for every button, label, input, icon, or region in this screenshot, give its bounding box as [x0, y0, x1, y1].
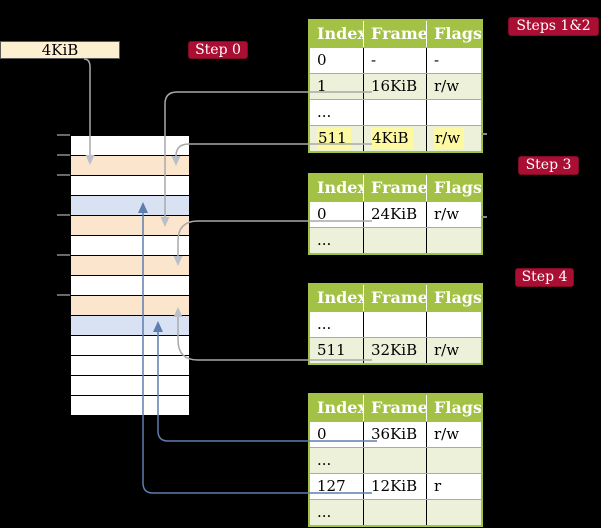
col-header-flags: Flags — [426, 285, 481, 311]
table-header-row: Index Frame Flags — [310, 175, 481, 201]
cell-frame — [363, 500, 426, 525]
cell-flags: r/w — [426, 202, 481, 227]
memory-frame-4kib — [71, 156, 189, 176]
cell-index: ... — [317, 503, 332, 521]
col-header-flags: Flags — [426, 175, 481, 201]
col-header-frame: Frame — [363, 21, 426, 47]
col-header-index: Index — [310, 285, 363, 311]
table-row: 127 12KiB r — [310, 473, 481, 499]
memory-frame-20kib — [71, 236, 189, 256]
badge-step-3: Step 3 — [518, 156, 579, 175]
cell-index: ... — [317, 231, 332, 249]
page-table-leaf: Index Frame Flags 0 36KiB r/w ... 127 12… — [308, 393, 483, 527]
cell-frame: - — [363, 48, 426, 73]
cell-flags: r/w — [426, 74, 481, 99]
col-header-frame: Frame — [363, 285, 426, 311]
table-row: ... — [310, 99, 481, 125]
cell-flags: r/w — [426, 422, 481, 447]
memory-frame-0kib — [71, 136, 189, 156]
cell-flags — [426, 228, 481, 253]
table-row: 511 32KiB r/w — [310, 337, 481, 363]
table-row: 0 36KiB r/w — [310, 421, 481, 447]
cell-frame: 16KiB — [363, 74, 426, 99]
col-header-flags: Flags — [426, 395, 481, 421]
col-header-index: Index — [310, 21, 363, 47]
table-row: 0 24KiB r/w — [310, 201, 481, 227]
col-header-index: Index — [310, 175, 363, 201]
cell-frame: 36KiB — [363, 422, 426, 447]
cell-index: ... — [317, 315, 332, 333]
cell-frame: 24KiB — [363, 202, 426, 227]
table-row: 1 16KiB r/w — [310, 73, 481, 99]
col-header-flags: Flags — [426, 21, 481, 47]
cell-frame: 32KiB — [363, 338, 426, 363]
col-header-index: Index — [310, 395, 363, 421]
table-header-row: Index Frame Flags — [310, 21, 481, 47]
cell-flags: r/w — [426, 126, 481, 151]
memory-frame-52kib — [71, 396, 189, 415]
memory-frame-12kib — [71, 196, 189, 216]
page-table-level2: Index Frame Flags 0 24KiB r/w ... — [308, 173, 483, 255]
page-table-level3: Index Frame Flags ... 511 32KiB r/w — [308, 283, 483, 365]
cell-flags — [426, 500, 481, 525]
memory-frame-40kib — [71, 336, 189, 356]
badge-step-4: Step 4 — [515, 268, 574, 287]
table-row: ... — [310, 447, 481, 473]
cell-frame — [363, 100, 426, 125]
memory-frame-28kib — [71, 276, 189, 296]
badge-steps-1-2: Steps 1&2 — [508, 17, 599, 36]
cell-flags — [426, 100, 481, 125]
memory-frame-16kib — [71, 216, 189, 236]
memory-frame-8kib — [71, 176, 189, 196]
cell-flags: r/w — [426, 338, 481, 363]
cell-index: 127 — [317, 477, 346, 495]
cell-frame: 4KiB — [363, 126, 426, 151]
badge-step-0: Step 0 — [188, 41, 248, 59]
root-table-frame-box: 4KiB — [0, 41, 120, 59]
cell-flags: r — [426, 474, 481, 499]
col-header-frame: Frame — [363, 395, 426, 421]
cell-frame — [363, 312, 426, 337]
memory-frame-32kib — [71, 296, 189, 316]
memory-frame-44kib — [71, 356, 189, 376]
memory-frame-36kib — [71, 316, 189, 336]
table-row-recursive-entry: 511 4KiB r/w — [310, 125, 481, 151]
page-table-root: Index Frame Flags 0 - - 1 16KiB r/w ... … — [308, 19, 483, 153]
cell-index: 0 — [317, 425, 327, 443]
table-row: 0 - - — [310, 47, 481, 73]
physical-memory-column — [70, 135, 190, 416]
table-row: ... — [310, 499, 481, 525]
cell-index: 511 — [310, 126, 363, 151]
cell-frame — [363, 448, 426, 473]
cell-index: ... — [317, 451, 332, 469]
memory-frame-48kib — [71, 376, 189, 396]
cell-flags — [426, 448, 481, 473]
cell-index: 0 — [317, 51, 327, 69]
cell-frame: 12KiB — [363, 474, 426, 499]
col-header-frame: Frame — [363, 175, 426, 201]
cell-index: ... — [317, 103, 332, 121]
table-row: ... — [310, 227, 481, 253]
table-header-row: Index Frame Flags — [310, 285, 481, 311]
cell-index: 0 — [317, 205, 327, 223]
cell-flags — [426, 312, 481, 337]
cell-flags: - — [426, 48, 481, 73]
memory-frame-24kib — [71, 256, 189, 276]
cell-index: 1 — [317, 77, 327, 95]
table-row: ... — [310, 311, 481, 337]
cell-index: 511 — [317, 341, 346, 359]
table-header-row: Index Frame Flags — [310, 395, 481, 421]
cell-frame — [363, 228, 426, 253]
